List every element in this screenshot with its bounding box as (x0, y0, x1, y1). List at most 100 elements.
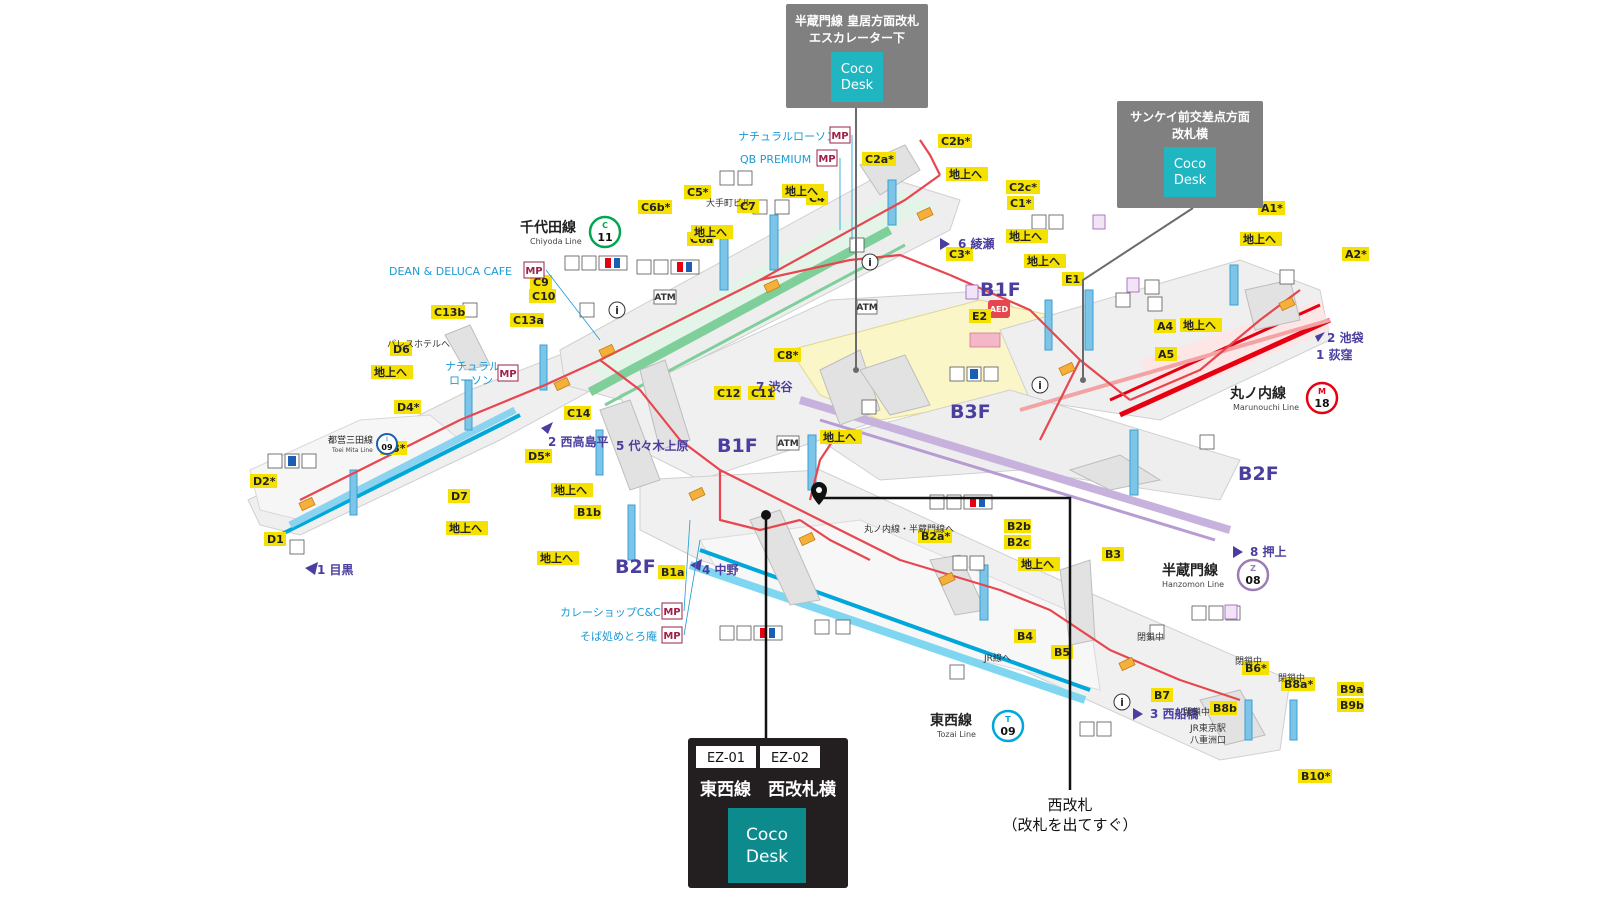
route-lines (299, 139, 1301, 702)
exit-box (564, 406, 591, 420)
to-ground-box (1024, 254, 1066, 268)
exit-box (1337, 698, 1364, 712)
exit-box (510, 313, 544, 327)
svg-text:T: T (1005, 715, 1011, 724)
exit-box (1004, 519, 1031, 533)
shop-natural-lawson-left: ナチュラル (445, 360, 500, 373)
svg-text:Desk: Desk (841, 78, 874, 93)
shop-qb-premium: QB PREMIUM (740, 153, 811, 166)
exit-label-d6: D6 (393, 343, 410, 356)
to-ground-label: 地上へ (1009, 229, 1042, 243)
svg-text:Coco: Coco (1174, 157, 1206, 172)
svg-text:エスカレーター下: エスカレーター下 (809, 31, 905, 45)
svg-text:都営三田線: 都営三田線 (328, 434, 373, 446)
to-ground-label: 地上へ (1183, 318, 1216, 332)
shop-labels: ナチュラルローソン QB PREMIUM DEAN & DELUCA CAFE … (389, 126, 853, 644)
coco-desk-tag: EZ-02 (771, 751, 809, 766)
exit-label-c2c: C2c* (1009, 181, 1037, 194)
direction-nakano: 4 中野 (702, 562, 739, 577)
direction-oshiage: 8 押上 (1250, 544, 1287, 559)
exit-box (638, 200, 672, 214)
to-ground-label: 地上へ (449, 521, 482, 535)
svg-text:Z: Z (1250, 564, 1256, 573)
exit-label-c6b: C6b* (641, 201, 671, 214)
exit-label-b9a: B9a (1340, 683, 1363, 696)
svg-text:Tozai Line: Tozai Line (936, 730, 976, 739)
stairs (444, 144, 1301, 746)
exit-box (525, 449, 552, 463)
note-otemachi-building: 大手町ビル (706, 197, 751, 209)
exit-label-c11: C11 (751, 387, 774, 400)
exit-label-c9: C9 (533, 276, 549, 289)
exit-box (684, 185, 711, 199)
svg-text:i: i (1038, 379, 1042, 392)
exit-box (918, 529, 952, 543)
floor-label-b2f: B2F (615, 556, 656, 578)
exit-box (658, 565, 685, 579)
atm-label: ATM (654, 293, 675, 303)
note-palace-hotel: パレスホテルへ (387, 339, 450, 350)
exit-box (431, 305, 465, 319)
exit-label-b5: B5 (1054, 646, 1070, 659)
exit-box (574, 505, 601, 519)
exit-label-b2b: B2b (1007, 520, 1031, 533)
exit-box (1102, 547, 1124, 561)
svg-text:09: 09 (1000, 725, 1015, 738)
line-badges: 千代田線 Chiyoda Line C 11 丸ノ内線 Marunouchi L… (328, 215, 1339, 743)
callout-sankei: サンケイ前交差点方面 改札横 Coco Desk (1080, 101, 1263, 383)
callout-hanzomon-escalator: 半蔵門線 皇居方面改札 エスカレーター下 Coco Desk (786, 4, 928, 373)
direction-ayase: 6 綾瀬 (958, 236, 995, 251)
exit-box (969, 309, 991, 323)
direction-shibuya: 7 渋谷 (756, 379, 794, 394)
svg-text:M: M (1318, 387, 1326, 396)
note-jr-tokyo: JR東京駅 (1189, 722, 1226, 734)
to-ground-box (551, 483, 593, 497)
svg-text:改札横: 改札横 (1172, 126, 1209, 141)
direction-labels: 6 綾瀬 2 池袋 1 荻窪 7 渋谷 2 西高島平 5 代々木上原 1 目黒 … (305, 236, 1365, 721)
exit-label-c2b: C2b* (941, 135, 971, 148)
svg-text:千代田線: 千代田線 (520, 219, 576, 236)
exit-label-c3: C3* (949, 248, 971, 261)
exit-label-b6: B6* (1245, 662, 1267, 675)
exit-box (529, 289, 556, 303)
direction-ikebukuro: 2 池袋 (1327, 330, 1365, 345)
exit-box (946, 247, 973, 261)
mp-badge: MP (663, 631, 680, 642)
exit-label-b8a: B8a* (1284, 678, 1313, 691)
note-closed: 閉鎖中 (1278, 672, 1305, 684)
exit-label-d5: D5* (528, 450, 551, 463)
exit-box (1210, 701, 1237, 715)
exit-label-c1: C1* (1010, 197, 1032, 210)
note-jr-tokyo: 八重洲口 (1190, 734, 1226, 746)
exit-label-c5: C5* (687, 186, 709, 199)
svg-text:Coco: Coco (746, 825, 788, 845)
exit-box (1337, 682, 1364, 696)
floor-label-b1f: B1F (980, 279, 1021, 301)
exit-label-c8: C8* (777, 349, 799, 362)
atm-label: ATM (777, 439, 798, 449)
floor-label-b1f: B1F (717, 435, 758, 457)
exit-box (1242, 661, 1269, 675)
line-badge-mita: 都営三田線 Toei Mita Line I 09 (328, 433, 398, 455)
svg-text:09: 09 (381, 443, 393, 452)
shop-dean-deluca: DEAN & DELUCA CAFE (389, 265, 512, 278)
exit-label-b10: B10* (1301, 770, 1331, 783)
exit-label-e2: E2 (972, 310, 987, 323)
svg-text:東西線: 東西線 (930, 712, 972, 729)
exit-label-e1: E1 (1065, 273, 1080, 286)
note-jr-line: JR線へ (983, 652, 1011, 664)
exit-label-a1: A1* (1261, 202, 1283, 215)
direction-meguro: 1 目黒 (317, 563, 354, 577)
exit-box (448, 489, 470, 503)
to-ground-label: 地上へ (949, 167, 982, 181)
exit-box (774, 348, 801, 362)
svg-text:i: i (615, 304, 619, 317)
elevators (349, 179, 1298, 741)
mp-badge: MP (831, 131, 848, 142)
exit-box (1006, 180, 1040, 194)
map-notes: パレスホテルへ 大手町ビル 丸ノ内線・半蔵門線へ 閉鎖中 閉鎖中 閉鎖中 閉鎖中… (387, 197, 1305, 746)
exit-label-c14: C14 (567, 407, 591, 420)
line-badge-chiyoda: 千代田線 Chiyoda Line C 11 (520, 215, 622, 249)
to-ground-label: 地上へ (1021, 557, 1054, 571)
